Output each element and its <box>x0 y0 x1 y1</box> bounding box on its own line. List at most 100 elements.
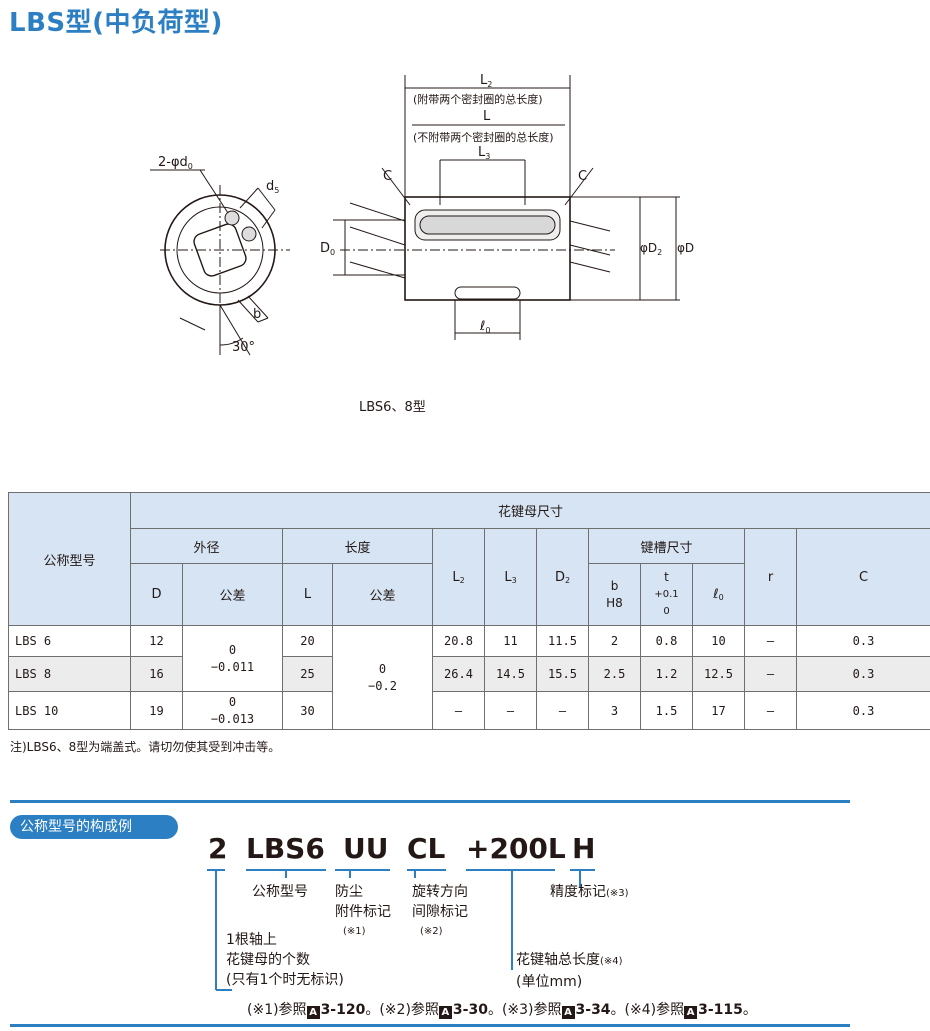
spec-table: 公称型号 花键母尺寸 外径 长度 L2 L3 D2 键槽尺寸 r C D 公差 … <box>8 492 930 730</box>
section-divider <box>10 1024 850 1027</box>
label-quantity: 1根轴上 花键母的个数 (只有1个时无标识) <box>226 932 344 988</box>
catalog-a-icon: A <box>561 1006 575 1019</box>
cell-D2: 11.5 <box>536 625 589 657</box>
cell-L2: 20.8 <box>432 625 485 657</box>
l2-label: L <box>480 73 488 88</box>
cell-model: LBS 10 <box>8 691 131 730</box>
cell-l0: 10 <box>692 625 745 657</box>
cell-D: 16 <box>130 656 183 692</box>
l2-note: (附带两个密封圈的总长度) <box>413 92 543 106</box>
header-tolerance: 公差 <box>182 563 283 626</box>
label-seal: 防尘 附件标记 (※1) <box>335 884 391 937</box>
b-label: b <box>253 307 261 322</box>
catalog-a-icon: A <box>684 1006 698 1019</box>
drawing-caption: LBS6、8型 <box>359 400 426 415</box>
table-note: 注)LBS6、8型为端盖式。请切勿使其受到冲击等。 <box>10 740 281 754</box>
cell-D: 19 <box>130 691 183 730</box>
l3-label: L <box>478 145 486 160</box>
header-keyway: 键槽尺寸 <box>588 528 745 564</box>
header-L2: L2 <box>432 528 485 626</box>
cell-C: 0.3 <box>795 691 930 730</box>
cell-L: 20 <box>282 625 333 657</box>
label-accuracy: 精度标记(※3) <box>550 884 629 900</box>
code-accuracy: H <box>572 832 596 865</box>
header-spline-dims: 花键母尺寸 <box>129 492 930 529</box>
D0-label: D <box>320 241 330 256</box>
cell-L: 25 <box>282 656 333 692</box>
catalog-a-icon: A <box>306 1006 320 1019</box>
label-model: 公称型号 <box>252 884 308 900</box>
code-length: +200L <box>466 832 566 865</box>
cell-D: 12 <box>130 625 183 657</box>
code-model: LBS6 <box>246 832 325 865</box>
section-divider <box>10 800 850 803</box>
cell-b: 2 <box>588 625 641 657</box>
catalog-a-icon: A <box>438 1006 452 1019</box>
l-label: L <box>483 109 491 124</box>
l2-label-subscript: 2 <box>487 80 492 89</box>
table-row: LBS 8 16 25 26.4 14.5 15.5 2.5 1.2 12.5 … <box>8 656 930 692</box>
label-clearance: 旋转方向 间隙标记 (※2) <box>412 884 468 937</box>
table-row: LBS 6 12 0−0.011 20 0−0.2 20.8 11 11.5 2… <box>8 625 930 730</box>
cell-L2: — <box>432 691 485 730</box>
code-clearance: CL <box>407 832 446 865</box>
svg-text:L3: L3 <box>478 145 490 161</box>
cell-L: 30 <box>282 691 333 730</box>
cell-l0: 12.5 <box>692 656 745 692</box>
cell-r: — <box>744 656 797 692</box>
side-view-body <box>404 196 571 301</box>
technical-drawing: L2 (附带两个密封圈的总长度) L (不附带两个密封圈的总长度) L3 C C… <box>150 73 694 356</box>
header-l0: ℓ0 <box>692 563 745 626</box>
code-qty: 2 <box>208 832 228 865</box>
cell-model: LBS 8 <box>8 656 131 692</box>
header-D2: D2 <box>536 528 589 626</box>
mounting-hole <box>224 210 240 226</box>
D-label: φD <box>677 241 694 255</box>
cell-l0: 17 <box>692 691 745 730</box>
code-seal: UU <box>343 832 389 865</box>
l-note: (不附带两个密封圈的总长度) <box>413 130 554 144</box>
d5-label: d <box>266 179 274 194</box>
svg-text:φD2: φD2 <box>640 241 662 257</box>
label-shaft-length: 花键轴总长度(※4) (单位mm) <box>516 952 623 990</box>
cell-L2: 26.4 <box>432 656 485 692</box>
d5-label-subscript: 5 <box>274 186 279 195</box>
header-D: D <box>130 563 183 626</box>
header-r: r <box>744 528 797 626</box>
svg-text:D0: D0 <box>320 241 335 257</box>
header-tolerance-2: 公差 <box>332 563 433 626</box>
cell-D2: — <box>536 691 589 730</box>
l0-label-subscript: 0 <box>485 326 490 335</box>
header-C: C <box>795 528 930 626</box>
svg-text:L2: L2 <box>480 73 492 89</box>
cell-C: 0.3 <box>795 656 930 692</box>
c-left-label: C <box>383 169 392 184</box>
page-title: LBS型(中负荷型) <box>9 8 223 38</box>
cell-tol-D: 0−0.011 <box>182 625 283 692</box>
D2-label: φD <box>640 241 657 255</box>
cell-tol-D: 0−0.013 <box>182 691 283 730</box>
header-outer: 外径 <box>130 528 283 564</box>
cell-b: 2.5 <box>588 656 641 692</box>
mounting-hole <box>241 226 257 242</box>
cell-D2: 15.5 <box>536 656 589 692</box>
D2-label-subscript: 2 <box>657 248 662 257</box>
d0-label: 2-φd <box>158 155 188 170</box>
table-row: LBS 10 19 0−0.013 30 — — — 3 1.5 17 — 0.… <box>8 691 930 730</box>
cell-tol-L: 0−0.2 <box>332 625 433 730</box>
D0-label-subscript: 0 <box>330 248 335 257</box>
d0-label-subscript: 0 <box>188 162 193 171</box>
header-L3: L3 <box>484 528 537 626</box>
svg-text:2-φd0: 2-φd0 <box>158 155 193 171</box>
cell-L3: — <box>484 691 537 730</box>
end-view-spline-bore <box>193 223 247 277</box>
svg-text:ℓ0: ℓ0 <box>479 319 490 335</box>
section-title: 公称型号的构成例 <box>10 815 178 839</box>
cell-r: — <box>744 691 797 730</box>
svg-text:d5: d5 <box>266 179 279 195</box>
c-right-label: C <box>578 169 587 184</box>
